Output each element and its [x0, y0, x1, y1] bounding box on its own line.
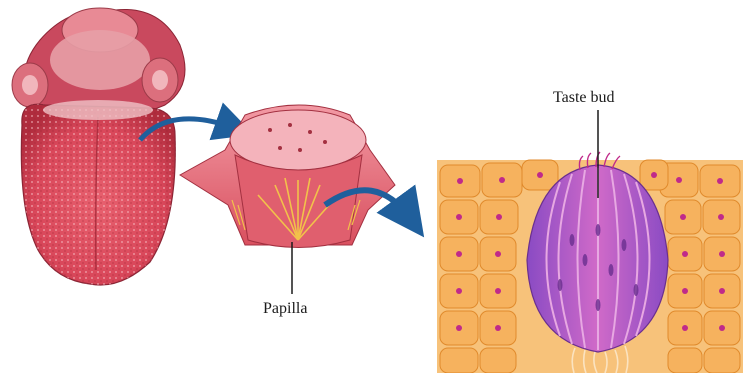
papilla-label: Papilla	[263, 300, 307, 318]
taste-bud-label: Taste bud	[553, 89, 615, 107]
taste-bud-illustration	[437, 152, 743, 373]
tongue-illustration	[12, 8, 185, 285]
papilla-cross-section-illustration	[180, 105, 395, 248]
